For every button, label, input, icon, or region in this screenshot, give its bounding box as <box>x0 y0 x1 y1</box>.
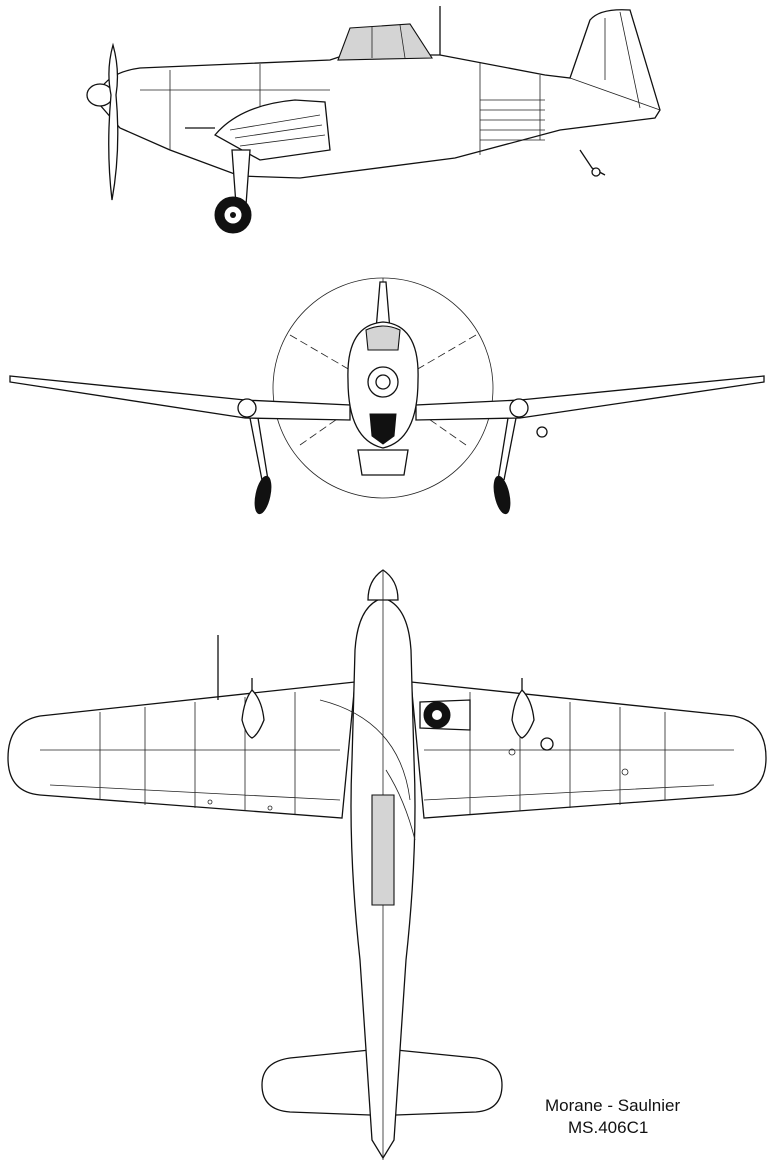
front-radiator <box>369 413 397 445</box>
side-fin-lines <box>569 11 661 111</box>
caption-manufacturer: Morane - Saulnier <box>545 1096 681 1115</box>
front-left-wheel <box>254 475 272 515</box>
side-canopy <box>337 23 433 61</box>
front-right-wheel <box>493 475 511 515</box>
front-gear-legs <box>249 417 517 481</box>
front-view <box>9 277 765 515</box>
side-wing <box>213 99 331 161</box>
top-guns <box>241 689 535 739</box>
side-panel-lines <box>140 63 545 155</box>
top-cockpit <box>371 794 395 906</box>
side-tailwheel <box>579 149 606 176</box>
top-view <box>7 569 767 1160</box>
caption-model: MS.406C1 <box>568 1118 649 1137</box>
front-right-wing <box>415 375 765 421</box>
side-propeller <box>108 42 119 201</box>
side-view <box>86 6 661 234</box>
front-left-wing <box>9 375 351 421</box>
